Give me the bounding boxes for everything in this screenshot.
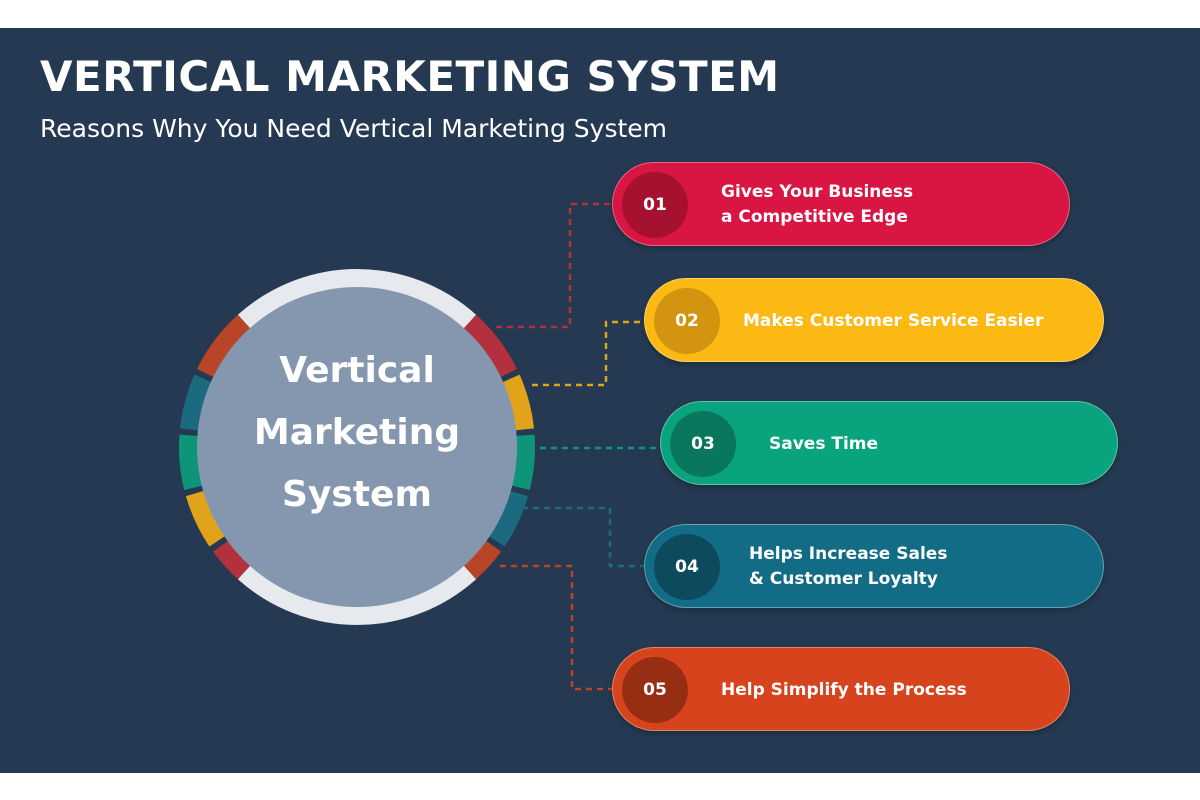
- ring-segment-left-1: [197, 314, 252, 378]
- reason-number-badge: 04: [654, 534, 720, 600]
- reason-number-badge: 01: [622, 172, 688, 238]
- reason-item-03: 03 Saves Time: [660, 401, 1118, 485]
- reason-item-05: 05 Help Simplify the Process: [612, 647, 1070, 731]
- connectors: [496, 202, 660, 691]
- reason-item-01: 01 Gives Your Business a Competitive Edg…: [612, 162, 1070, 246]
- connector-line-5: [500, 564, 612, 691]
- ring-segment-right-5: [462, 539, 502, 580]
- reason-label: Saves Time: [769, 433, 879, 454]
- reason-number-badge: 02: [654, 288, 720, 354]
- connector-line-2: [532, 320, 644, 387]
- ring-segment-bottom: [237, 564, 477, 626]
- reason-number-badge: 05: [622, 657, 688, 723]
- reason-label: Makes Customer Service Easier: [743, 310, 1044, 331]
- reason-item-02: 02 Makes Customer Service Easier: [644, 278, 1104, 362]
- slide-subtitle: Reasons Why You Need Vertical Marketing …: [40, 114, 668, 143]
- ring-segment-left-2: [179, 374, 213, 431]
- outer-ring: [178, 268, 535, 626]
- ring-segment-top: [237, 268, 477, 330]
- ring-segment-right-4: [487, 490, 529, 547]
- reason-label: Gives Your Business a Competitive Edge: [721, 182, 914, 227]
- slide-title: VERTICAL MARKETING SYSTEM: [40, 52, 780, 101]
- ring-segment-left-5: [212, 539, 252, 580]
- reason-number-badge: 03: [670, 411, 736, 477]
- center-label: Vertical Marketing System: [253, 350, 461, 515]
- reason-label: Helps Increase Sales & Customer Loyalty: [749, 544, 948, 589]
- center-circle: [197, 287, 517, 607]
- ring-segment-right-2: [501, 374, 535, 431]
- connector-line-4: [522, 506, 644, 568]
- connector-line-1: [496, 202, 612, 329]
- reason-label: Help Simplify the Process: [721, 679, 967, 700]
- ring-segment-left-4: [185, 490, 227, 547]
- ring-segment-right-1: [462, 314, 517, 378]
- reason-item-04: 04 Helps Increase Sales & Customer Loyal…: [644, 524, 1104, 608]
